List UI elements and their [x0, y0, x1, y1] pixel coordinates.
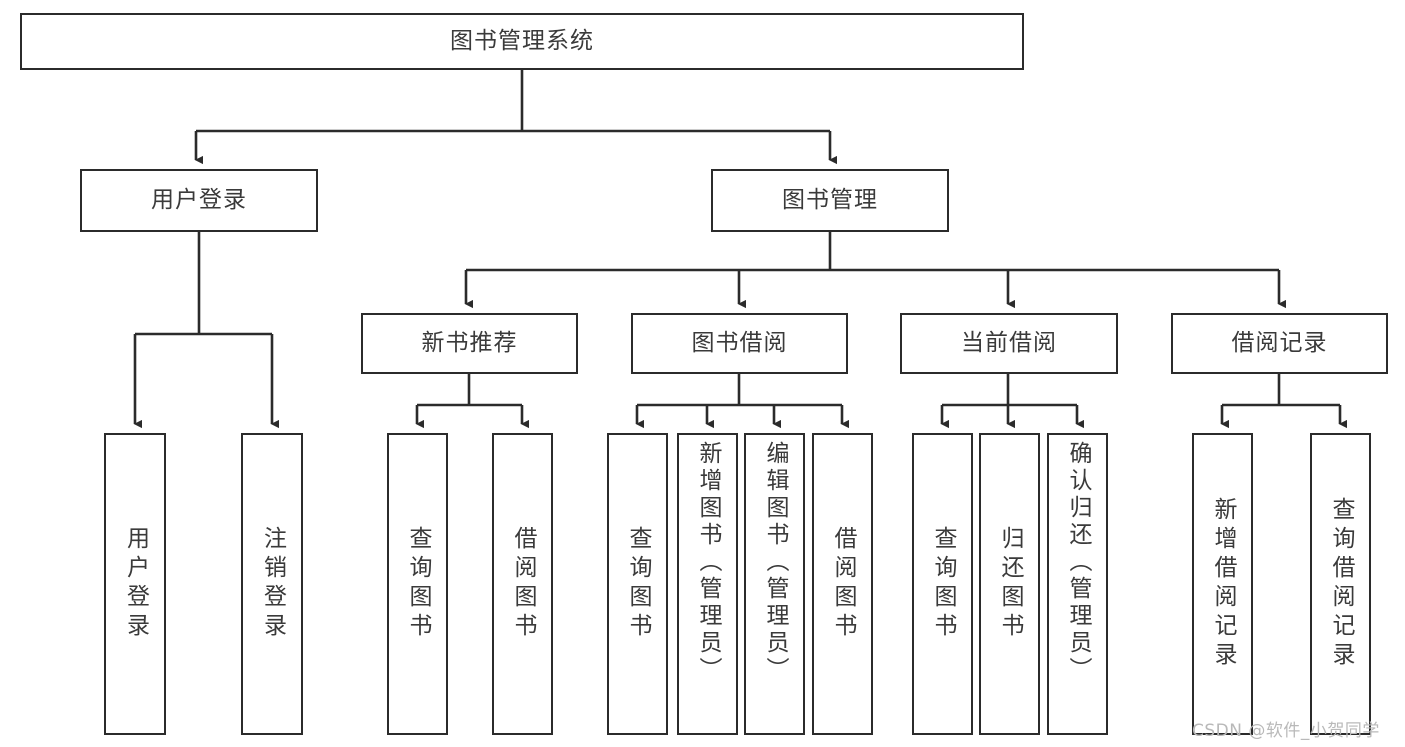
- node-leaf-borrow-book-label: 借阅图书: [830, 526, 856, 642]
- csdn-watermark: CSDN @软件_小贺同学: [1192, 721, 1380, 741]
- node-leaf-borrow-book-recommend-label: 借阅图书: [510, 526, 536, 642]
- node-leaf-edit-book-admin-label: 编辑图书（管理员）: [762, 441, 788, 684]
- node-user-login[interactable]: 用户登录: [80, 169, 318, 232]
- node-leaf-add-book-admin[interactable]: 新增图书（管理员）: [677, 433, 738, 735]
- node-user-login-label: 用户登录: [151, 187, 247, 214]
- node-leaf-confirm-return-admin[interactable]: 确认归还（管理员）: [1047, 433, 1108, 735]
- node-leaf-user-login[interactable]: 用户登录: [104, 433, 166, 735]
- node-leaf-add-book-admin-label: 新增图书（管理员）: [695, 441, 721, 684]
- node-borrow-record[interactable]: 借阅记录: [1171, 313, 1388, 374]
- node-leaf-return-book[interactable]: 归还图书: [979, 433, 1040, 735]
- node-book-borrow-label: 图书借阅: [691, 330, 788, 357]
- node-leaf-query-book-current[interactable]: 查询图书: [912, 433, 973, 735]
- node-book-manage[interactable]: 图书管理: [711, 169, 949, 232]
- node-leaf-add-borrow-record[interactable]: 新增借阅记录: [1192, 433, 1253, 735]
- node-leaf-edit-book-admin[interactable]: 编辑图书（管理员）: [744, 433, 805, 735]
- node-leaf-user-login-label: 用户登录: [122, 526, 149, 642]
- node-leaf-borrow-book[interactable]: 借阅图书: [812, 433, 873, 735]
- node-root[interactable]: 图书管理系统: [20, 13, 1024, 70]
- node-leaf-query-book-label: 查询图书: [625, 526, 651, 642]
- node-root-label: 图书管理系统: [450, 28, 594, 55]
- node-leaf-query-book-current-label: 查询图书: [930, 526, 956, 642]
- node-leaf-add-borrow-record-label: 新增借阅记录: [1210, 497, 1236, 671]
- node-leaf-confirm-return-admin-label: 确认归还（管理员）: [1065, 441, 1091, 684]
- node-new-book-recommend-label: 新书推荐: [421, 330, 518, 357]
- node-current-borrow[interactable]: 当前借阅: [900, 313, 1118, 374]
- node-borrow-record-label: 借阅记录: [1231, 330, 1328, 357]
- node-leaf-query-book-recommend[interactable]: 查询图书: [387, 433, 448, 735]
- node-leaf-query-book-recommend-label: 查询图书: [405, 526, 431, 642]
- node-leaf-query-borrow-record-label: 查询借阅记录: [1328, 497, 1354, 671]
- node-leaf-borrow-book-recommend[interactable]: 借阅图书: [492, 433, 553, 735]
- node-leaf-logout[interactable]: 注销登录: [241, 433, 303, 735]
- node-leaf-return-book-label: 归还图书: [997, 526, 1023, 642]
- node-leaf-query-borrow-record[interactable]: 查询借阅记录: [1310, 433, 1371, 735]
- node-new-book-recommend[interactable]: 新书推荐: [361, 313, 578, 374]
- node-leaf-query-book[interactable]: 查询图书: [607, 433, 668, 735]
- node-leaf-logout-label: 注销登录: [259, 526, 286, 642]
- node-current-borrow-label: 当前借阅: [961, 330, 1057, 357]
- node-book-borrow[interactable]: 图书借阅: [631, 313, 848, 374]
- node-book-manage-label: 图书管理: [782, 187, 878, 214]
